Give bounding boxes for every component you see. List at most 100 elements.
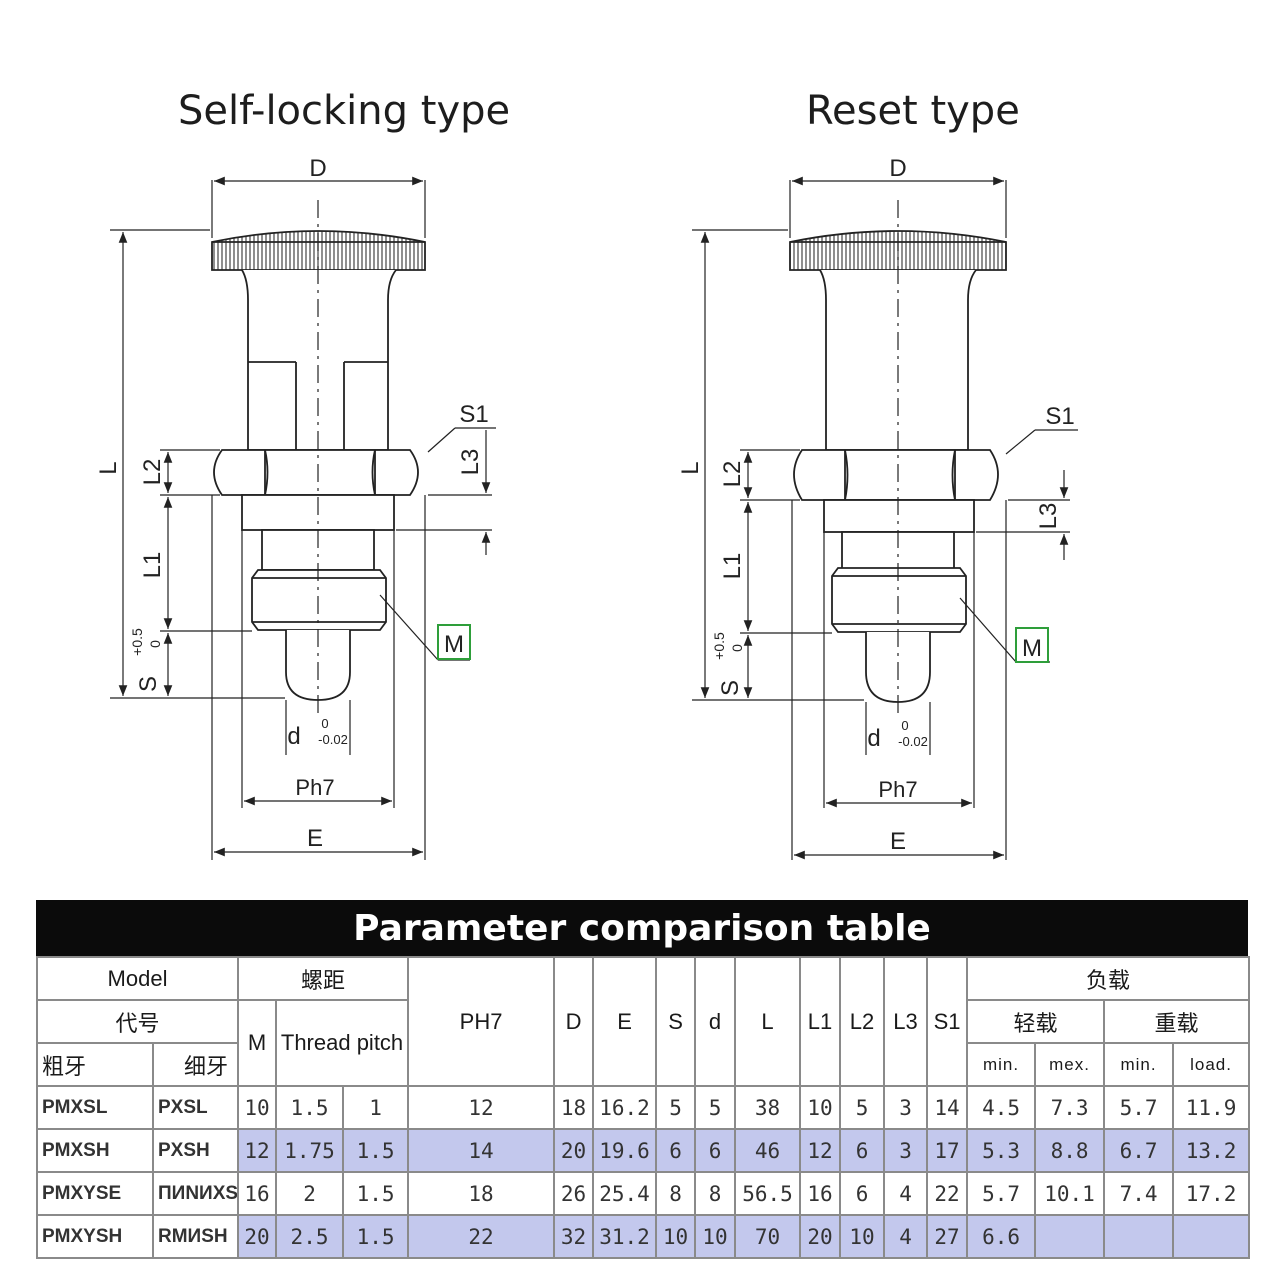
value-cell: 11.9 bbox=[1172, 1085, 1251, 1130]
value-cell: 5.7 bbox=[1103, 1085, 1175, 1130]
value-cell: 3 bbox=[883, 1128, 929, 1173]
label-d-left: d bbox=[287, 723, 300, 750]
value-cell bbox=[1172, 1214, 1251, 1259]
header-pitch-cn: 螺距 bbox=[237, 956, 410, 1001]
value-cell: 1.75 bbox=[275, 1128, 345, 1173]
value-cell: 16 bbox=[799, 1171, 842, 1216]
value-cell: 7.4 bbox=[1103, 1171, 1175, 1216]
reset-dimensions bbox=[692, 176, 1078, 860]
value-cell: 8 bbox=[655, 1171, 697, 1216]
value-cell: 3 bbox=[883, 1085, 929, 1130]
value-cell bbox=[1103, 1214, 1175, 1259]
value-cell: 31.2 bbox=[592, 1214, 658, 1259]
label-L3-right: L3 bbox=[1035, 503, 1062, 530]
label-L2-left: L2 bbox=[139, 459, 166, 486]
value-cell: 22 bbox=[407, 1214, 556, 1259]
value-cell: 6 bbox=[839, 1171, 886, 1216]
self-locking-type-title: Self-locking type bbox=[178, 88, 511, 134]
label-L3-left: L3 bbox=[457, 449, 484, 476]
label-S-tol-bot-left: 0 bbox=[147, 640, 163, 648]
label-S1-left: S1 bbox=[459, 401, 488, 428]
value-cell: 5.3 bbox=[966, 1128, 1037, 1173]
table-title: Parameter comparison table bbox=[36, 900, 1248, 956]
model-cell: PXSH bbox=[151, 1128, 240, 1173]
label-L1-left: L1 bbox=[139, 552, 166, 579]
value-cell: 18 bbox=[407, 1171, 556, 1216]
self-locking-drawing bbox=[211, 200, 426, 715]
label-d-right: d bbox=[867, 725, 880, 752]
header-code-cn: 代号 bbox=[35, 999, 240, 1044]
label-Ph7-right: Ph7 bbox=[878, 777, 917, 802]
header-coarse: 粗牙 bbox=[36, 1042, 154, 1087]
header-thread-pitch: Thread pitch bbox=[275, 999, 410, 1087]
value-cell: 12 bbox=[799, 1128, 842, 1173]
header-heavy-min: min. bbox=[1103, 1042, 1175, 1087]
header-L: L bbox=[734, 956, 802, 1087]
label-S1-right: S1 bbox=[1045, 403, 1074, 430]
value-cell: 8 bbox=[694, 1171, 737, 1216]
value-cell: 46 bbox=[734, 1128, 802, 1173]
value-cell: 26 bbox=[553, 1171, 595, 1216]
value-cell: 10 bbox=[839, 1214, 886, 1259]
value-cell: 56.5 bbox=[734, 1171, 802, 1216]
value-cell: 6 bbox=[655, 1128, 697, 1173]
reset-type-title: Reset type bbox=[806, 88, 1020, 134]
header-PH7: PH7 bbox=[407, 956, 556, 1087]
parameter-table: Parameter comparison table Model 螺距 PH7 … bbox=[35, 900, 1251, 1260]
value-cell: 1 bbox=[342, 1085, 410, 1130]
table-row: PMXYSEПИNИXSD1621.5182625.48856.51664225… bbox=[36, 1171, 1251, 1216]
value-cell: 38 bbox=[734, 1085, 802, 1130]
technical-drawings: D L L2 L1 S +0.5 0 L3 S1 M d 0 -0.02 Ph7… bbox=[95, 155, 1078, 860]
label-d-tol-top-left: 0 bbox=[321, 716, 328, 731]
header-E: E bbox=[592, 956, 658, 1087]
model-cell: PMXYSE bbox=[36, 1171, 154, 1216]
header-D: D bbox=[553, 956, 595, 1087]
value-cell: 25.4 bbox=[592, 1171, 658, 1216]
header-S1: S1 bbox=[926, 956, 969, 1087]
label-M-right: M bbox=[1022, 635, 1042, 662]
header-M: M bbox=[237, 999, 278, 1087]
model-cell: PMXSL bbox=[36, 1085, 154, 1130]
value-cell: 2.5 bbox=[275, 1214, 345, 1259]
value-cell: 14 bbox=[407, 1128, 556, 1173]
header-heavy-load-max: load. bbox=[1172, 1042, 1251, 1087]
thread-size-cell: 10 bbox=[237, 1085, 278, 1130]
model-cell: PXSL bbox=[151, 1085, 240, 1130]
label-S-tol-top-left: +0.5 bbox=[129, 628, 145, 656]
value-cell: 1.5 bbox=[342, 1128, 410, 1173]
value-cell: 20 bbox=[553, 1128, 595, 1173]
value-cell: 1.5 bbox=[342, 1171, 410, 1216]
value-cell: 2 bbox=[275, 1171, 345, 1216]
value-cell: 6 bbox=[694, 1128, 737, 1173]
label-S-tol-bot-right: 0 bbox=[729, 644, 745, 652]
thread-size-cell: 16 bbox=[237, 1171, 278, 1216]
thread-size-cell: 20 bbox=[237, 1214, 278, 1259]
header-L1: L1 bbox=[799, 956, 842, 1087]
header-S: S bbox=[655, 956, 697, 1087]
header-fine: 细牙 bbox=[151, 1042, 240, 1087]
value-cell: 4 bbox=[883, 1214, 929, 1259]
value-cell: 6.7 bbox=[1103, 1128, 1175, 1173]
reset-drawing bbox=[789, 200, 1007, 715]
value-cell: 8.8 bbox=[1034, 1128, 1106, 1173]
value-cell: 7.3 bbox=[1034, 1085, 1106, 1130]
value-cell: 10 bbox=[694, 1214, 737, 1259]
label-d-tol-bot-left: -0.02 bbox=[318, 732, 348, 747]
value-cell: 1.5 bbox=[275, 1085, 345, 1130]
value-cell: 17 bbox=[926, 1128, 969, 1173]
m-label-box-left bbox=[437, 624, 471, 660]
header-L3: L3 bbox=[883, 956, 929, 1087]
label-L1-right: L1 bbox=[719, 553, 746, 580]
value-cell: 19.6 bbox=[592, 1128, 658, 1173]
value-cell: 10 bbox=[799, 1085, 842, 1130]
model-cell: PMXSH bbox=[36, 1128, 154, 1173]
value-cell: 13.2 bbox=[1172, 1128, 1251, 1173]
label-L2-right: L2 bbox=[719, 461, 746, 488]
parameter-grid: Model 螺距 PH7 D E S d L L1 L2 L3 S1 负载 代号… bbox=[35, 956, 1251, 1259]
label-Ph7-left: Ph7 bbox=[295, 775, 334, 800]
value-cell: 6.6 bbox=[966, 1214, 1037, 1259]
header-light-max: mex. bbox=[1034, 1042, 1106, 1087]
header-light-load: 轻载 bbox=[966, 999, 1106, 1044]
